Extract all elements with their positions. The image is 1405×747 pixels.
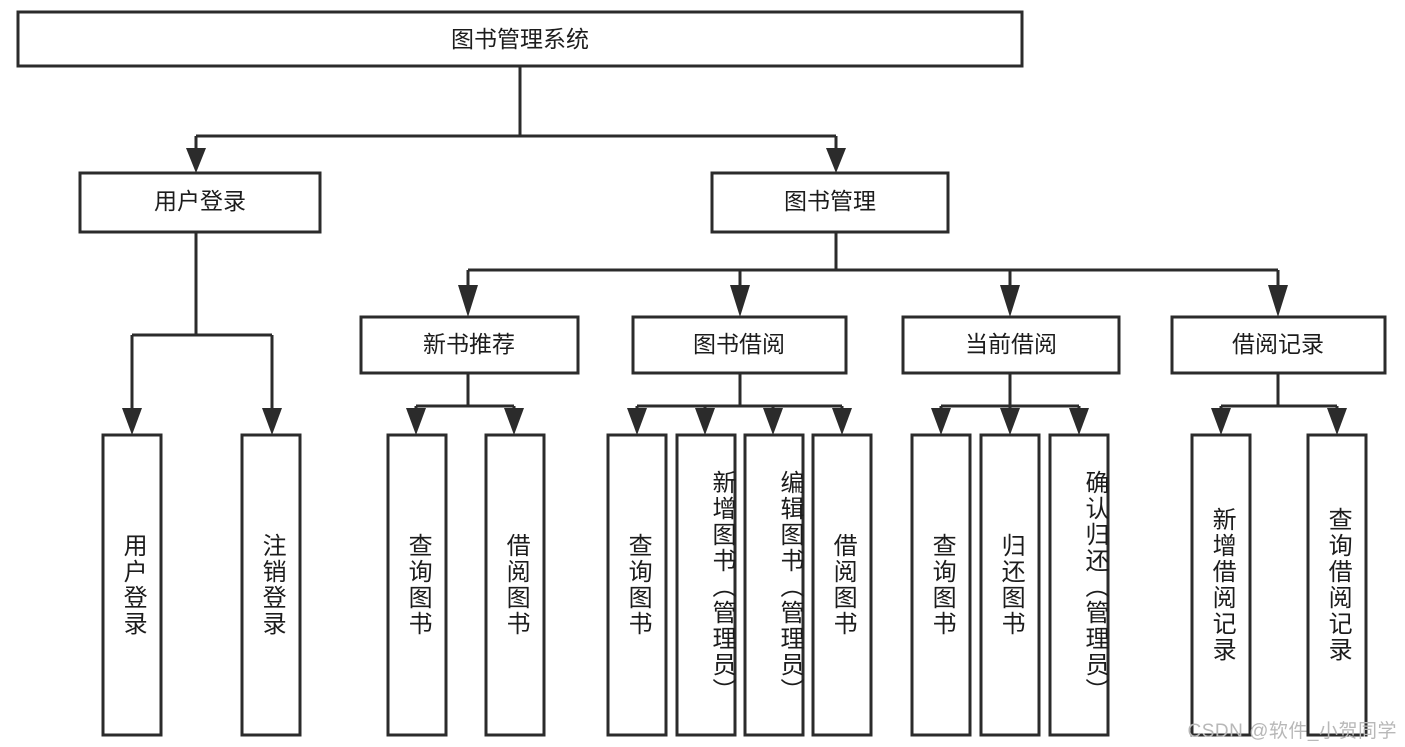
node-borrow-record[interactable]: 借阅记录	[1170, 315, 1387, 375]
arrow-to-leaf-query-book-3	[931, 408, 951, 435]
arrow-to-leaf-add-book	[695, 408, 715, 435]
leaf-edit-book-box[interactable]	[743, 433, 805, 737]
arrow-to-new-book-rec	[458, 285, 478, 317]
arrow-to-leaf-logout	[262, 408, 282, 435]
connector-group	[122, 66, 1347, 435]
arrow-to-leaf-borrow-book-1	[504, 408, 524, 435]
leaf-add-record-box[interactable]	[1190, 433, 1252, 737]
leaf-confirm-return[interactable]	[1048, 433, 1110, 737]
node-book-management-box[interactable]	[710, 171, 950, 234]
node-new-book-recommend-box[interactable]	[359, 315, 580, 375]
arrow-to-leaf-add-record	[1211, 408, 1231, 435]
arrow-to-leaf-query-book-2	[627, 408, 647, 435]
leaf-add-book[interactable]	[675, 433, 737, 737]
node-book-borrow-box[interactable]	[631, 315, 848, 375]
node-root[interactable]: 图书管理系统	[16, 10, 1024, 68]
csdn-watermark: CSDN @软件_小贺同学	[1187, 721, 1397, 742]
node-new-book-recommend[interactable]: 新书推荐	[359, 315, 580, 375]
leaf-return-book-box[interactable]	[979, 433, 1041, 737]
arrow-to-leaf-user-login	[122, 408, 142, 435]
node-book-management-label: 图书管理	[784, 188, 876, 214]
arrow-to-user-login	[186, 148, 206, 173]
leaf-query-book-3[interactable]	[910, 433, 972, 737]
leaf-query-book-2[interactable]	[606, 433, 668, 737]
node-user-login[interactable]: 用户登录	[78, 171, 322, 234]
leaf-user-login-box[interactable]	[101, 433, 163, 737]
leaf-return-book[interactable]	[979, 433, 1041, 737]
node-current-borrow-box[interactable]	[901, 315, 1121, 375]
leaf-add-book-box[interactable]	[675, 433, 737, 737]
arrow-to-leaf-query-book-1	[406, 408, 426, 435]
leaf-query-book-3-box[interactable]	[910, 433, 972, 737]
leaf-confirm-return-box[interactable]	[1048, 433, 1110, 737]
leaf-borrow-book-1-box[interactable]	[484, 433, 546, 737]
node-current-borrow-label: 当前借阅	[965, 331, 1057, 357]
arrow-to-current-borrow	[1000, 285, 1020, 317]
arrow-to-leaf-return-book	[1000, 408, 1020, 435]
node-root-box[interactable]	[16, 10, 1024, 68]
leaf-logout[interactable]	[240, 433, 302, 737]
node-root-label: 图书管理系统	[451, 26, 589, 52]
node-current-borrow[interactable]: 当前借阅	[901, 315, 1121, 375]
leaf-query-book-1-box[interactable]	[386, 433, 448, 737]
leaf-borrow-book-2[interactable]	[811, 433, 873, 737]
arrow-to-leaf-confirm-return	[1069, 408, 1089, 435]
node-book-management[interactable]: 图书管理	[710, 171, 950, 234]
leaf-query-record[interactable]	[1306, 433, 1368, 737]
leaf-borrow-book-1[interactable]	[484, 433, 546, 737]
arrow-to-book-borrow	[730, 285, 750, 317]
arrow-to-borrow-record	[1268, 285, 1288, 317]
arrow-to-book-mgmt	[826, 148, 846, 173]
node-book-borrow-label: 图书借阅	[693, 331, 785, 357]
leaf-logout-box[interactable]	[240, 433, 302, 737]
node-user-login-label: 用户登录	[154, 188, 246, 214]
leaf-edit-book[interactable]	[743, 433, 805, 737]
leaf-query-book-2-box[interactable]	[606, 433, 668, 737]
leaf-query-record-box[interactable]	[1306, 433, 1368, 737]
arrow-to-leaf-borrow-book-2	[832, 408, 852, 435]
node-book-borrow[interactable]: 图书借阅	[631, 315, 848, 375]
node-borrow-record-label: 借阅记录	[1232, 331, 1324, 357]
arrow-to-leaf-edit-book	[763, 408, 783, 435]
node-user-login-box[interactable]	[78, 171, 322, 234]
arrow-to-leaf-query-record	[1327, 408, 1347, 435]
leaf-query-book-1[interactable]	[386, 433, 448, 737]
node-new-book-recommend-label: 新书推荐	[423, 331, 515, 357]
node-borrow-record-box[interactable]	[1170, 315, 1387, 375]
leaf-user-login[interactable]	[101, 433, 163, 737]
leaf-borrow-book-2-box[interactable]	[811, 433, 873, 737]
leaf-add-record[interactable]	[1190, 433, 1252, 737]
